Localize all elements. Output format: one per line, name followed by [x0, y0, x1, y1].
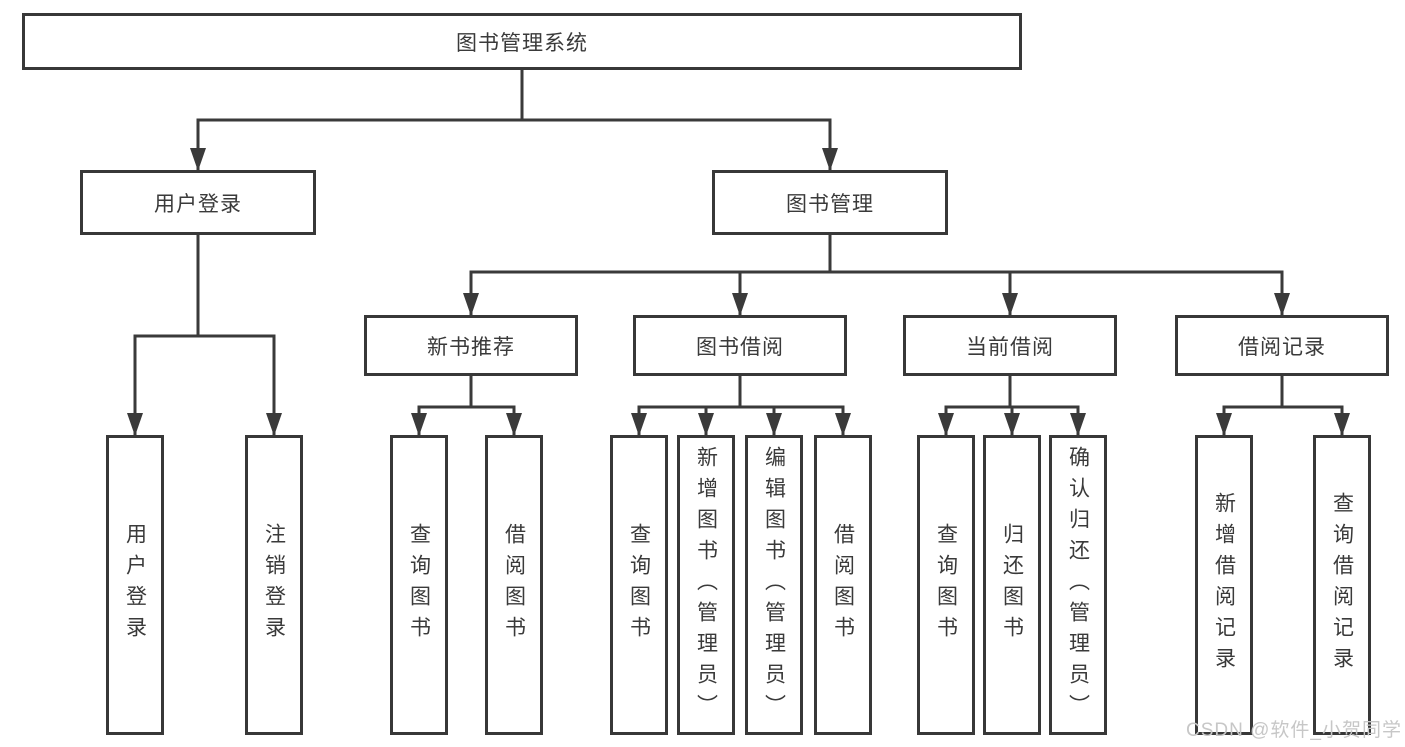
node-label: 用户登录: [154, 192, 242, 216]
node-label: 查询借阅记录: [1330, 492, 1354, 678]
node-label: 确认归还（管理员）: [1066, 445, 1090, 725]
node-label: 用户登录: [123, 523, 147, 647]
node-label: 当前借阅: [966, 335, 1054, 359]
node-label: 新增图书（管理员）: [694, 445, 718, 725]
node-library-management-system: 图书管理系统: [22, 13, 1022, 70]
node-label: 归还图书: [1000, 523, 1024, 647]
node-label: 借阅记录: [1238, 335, 1326, 359]
node-book-borrowing: 图书借阅: [633, 315, 847, 376]
node-label: 新书推荐: [427, 335, 515, 359]
node-label: 图书管理系统: [456, 31, 588, 55]
node-label: 图书管理: [786, 192, 874, 216]
leaf-query-books-current: 查询图书: [917, 435, 975, 735]
leaf-borrow-books: 借阅图书: [814, 435, 872, 735]
node-label: 注销登录: [262, 523, 286, 647]
leaf-query-books-recommend: 查询图书: [390, 435, 448, 735]
leaf-query-books-borrow: 查询图书: [610, 435, 668, 735]
leaf-logout: 注销登录: [245, 435, 303, 735]
node-label: 新增借阅记录: [1212, 492, 1236, 678]
leaf-query-borrow-record: 查询借阅记录: [1313, 435, 1371, 735]
leaf-user-login: 用户登录: [106, 435, 164, 735]
node-borrowing-records: 借阅记录: [1175, 315, 1389, 376]
node-user-login: 用户登录: [80, 170, 316, 235]
node-label: 借阅图书: [831, 523, 855, 647]
node-label: 借阅图书: [502, 523, 526, 647]
leaf-add-books-admin: 新增图书（管理员）: [677, 435, 735, 735]
csdn-watermark: CSDN @软件_小贺同学: [1186, 720, 1402, 741]
node-label: 查询图书: [934, 523, 958, 647]
leaf-confirm-return-admin: 确认归还（管理员）: [1049, 435, 1107, 735]
leaf-return-books: 归还图书: [983, 435, 1041, 735]
node-current-borrowing: 当前借阅: [903, 315, 1117, 376]
node-label: 查询图书: [407, 523, 431, 647]
node-label: 图书借阅: [696, 335, 784, 359]
leaf-edit-books-admin: 编辑图书（管理员）: [745, 435, 803, 735]
node-book-management: 图书管理: [712, 170, 948, 235]
node-label: 编辑图书（管理员）: [762, 445, 786, 725]
node-label: 查询图书: [627, 523, 651, 647]
leaf-borrow-books-recommend: 借阅图书: [485, 435, 543, 735]
leaf-add-borrow-record: 新增借阅记录: [1195, 435, 1253, 735]
node-new-book-recommendation: 新书推荐: [364, 315, 578, 376]
